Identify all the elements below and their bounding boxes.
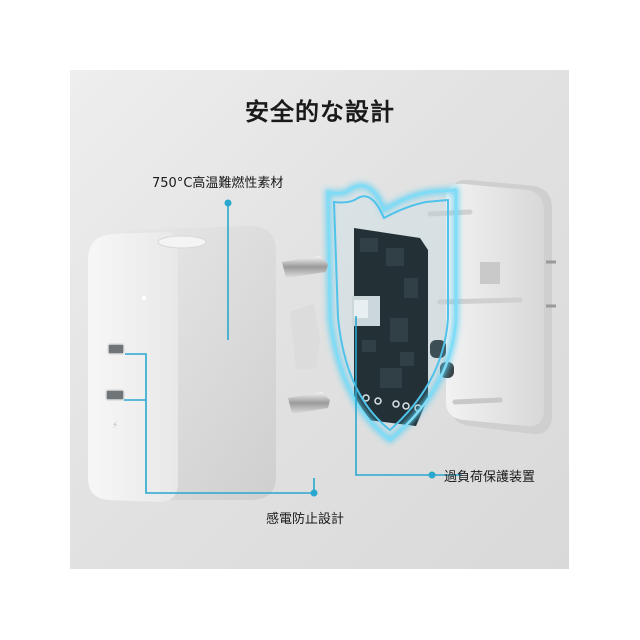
adapter-body: [88, 226, 276, 502]
callout-dot-material: [224, 199, 232, 207]
callout-dot-overload: [428, 471, 436, 479]
lightning-icon: ⚡: [112, 421, 118, 431]
callout-overload: 過負荷保護装置: [444, 470, 536, 485]
page-title: 安全的な設計: [245, 98, 395, 126]
shield-icon: [324, 182, 459, 444]
callout-line-overload: [355, 316, 462, 476]
callout-line-shock: [124, 353, 315, 494]
callout-material: 750°C高温難燃性素材: [152, 176, 284, 191]
usb-port-1: [107, 343, 125, 355]
callout-shock: 感電防止設計: [266, 512, 345, 527]
usb-port-2: [105, 389, 125, 401]
plug-prongs: [282, 256, 330, 414]
callout-dot-shock: [310, 489, 318, 497]
